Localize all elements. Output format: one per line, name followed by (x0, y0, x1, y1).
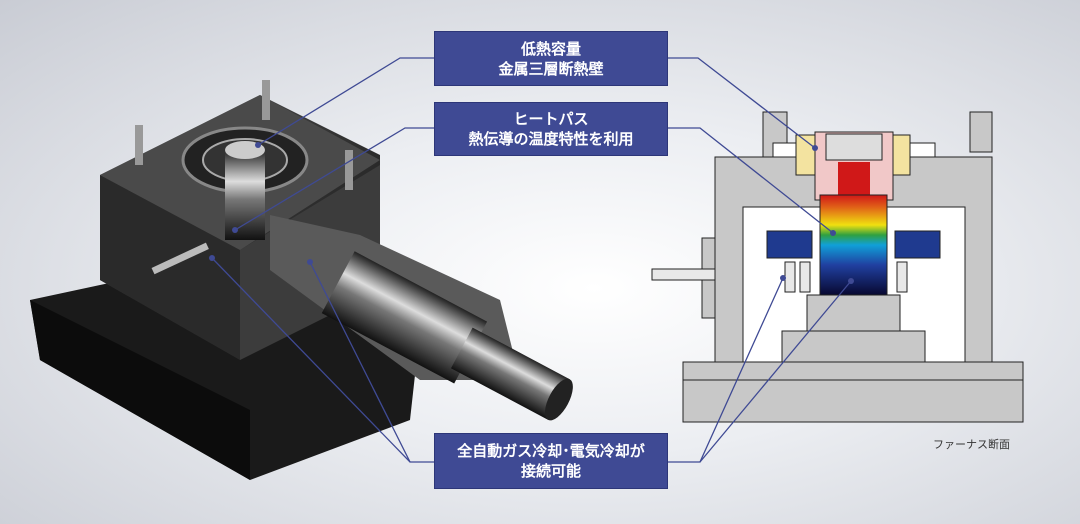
label-cooling: 全自動ガス冷却･電気冷却が 接続可能 (434, 433, 668, 489)
label-line: 低熱容量 (520, 39, 581, 58)
label-heat-path: ヒートパス 熱伝導の温度特性を利用 (434, 102, 668, 156)
leader-lines (211, 57, 852, 463)
label-line: ヒートパス (513, 110, 589, 128)
section-caption: ファーナス断面 (933, 438, 1010, 451)
furnace-cross-section (651, 111, 1024, 423)
label-line: 接続可能 (520, 462, 581, 480)
label-line: 金属三層断熱壁 (498, 59, 604, 78)
label-line: 全自動ガス冷却･電気冷却が (457, 442, 645, 460)
leader-dots (209, 142, 854, 284)
label-line: 熱伝導の温度特性を利用 (468, 130, 634, 148)
label-low-heat-capacity: 低熱容量 金属三層断熱壁 (434, 31, 668, 86)
